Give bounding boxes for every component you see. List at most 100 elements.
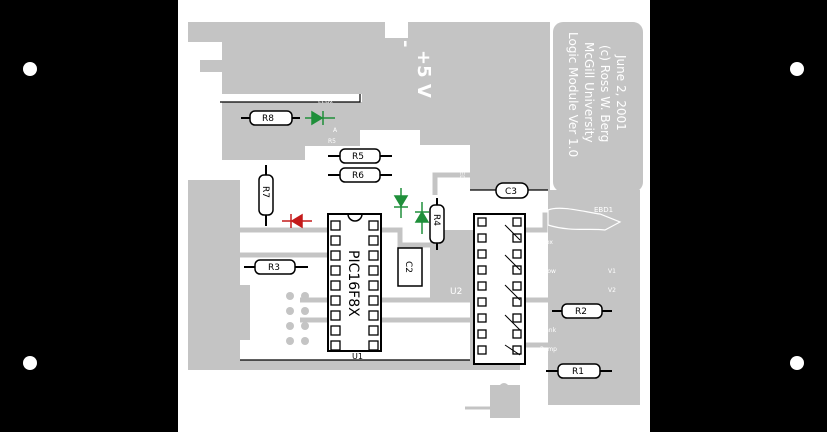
- mounting-holes: [23, 62, 804, 370]
- pin-pad: [330, 325, 341, 336]
- title-line-3: McGill University: [582, 42, 596, 143]
- pin-pad: [368, 340, 379, 351]
- pin-label-pb3: PB3: [258, 323, 270, 330]
- pin-pad: [512, 265, 522, 275]
- pin-label-pb1: PB1: [258, 293, 270, 300]
- r3-label: R3: [268, 263, 280, 273]
- pin-label-frow: FRow: [540, 268, 556, 275]
- pin-pad: [477, 217, 487, 227]
- pin-pad: [512, 249, 522, 259]
- r5-label: R5: [352, 152, 364, 162]
- pin-pad: [330, 250, 341, 261]
- r8-label: R8: [262, 114, 274, 124]
- title-block: June 2, 2001 (c) Ross W. Berg McGill Uni…: [553, 22, 643, 192]
- pin-pad: [330, 340, 341, 351]
- pin-pad: [512, 313, 522, 323]
- silk-r4: R4: [440, 180, 447, 188]
- pin-pad: [512, 297, 522, 307]
- pin-pad: [368, 250, 379, 261]
- pin-label-v1: V1: [608, 268, 616, 275]
- pin-pad: [477, 233, 487, 243]
- resistor-r3: R3: [244, 259, 308, 275]
- pin-pad: [477, 281, 487, 291]
- pin-label-prox: Prox: [540, 239, 553, 246]
- mounting-hole: [790, 356, 804, 370]
- silk-r5: R5: [328, 138, 336, 145]
- driver-array-chip: [473, 213, 526, 365]
- left-pads: [286, 292, 309, 345]
- pin-pad: [330, 280, 341, 291]
- pin-pad: [512, 329, 522, 339]
- led-green-1: [305, 110, 335, 126]
- vplus-label: +5 V: [413, 50, 434, 98]
- resistor-r2: R2: [552, 303, 612, 319]
- silk-ebd1: EBD1: [594, 206, 613, 214]
- ic-u1: PIC16F8X U1: [327, 213, 382, 361]
- pin-pad: [368, 235, 379, 246]
- pin-pad: [512, 281, 522, 291]
- mounting-hole: [23, 62, 37, 76]
- capacitor-c3: C3: [495, 182, 529, 199]
- resistor-r6: R6: [328, 167, 392, 183]
- resistor-r7: R7: [258, 165, 274, 226]
- r1-label: R1: [572, 367, 584, 377]
- u1-label: U1: [352, 352, 363, 361]
- pin-pad: [368, 280, 379, 291]
- r7-label: R7: [260, 186, 270, 198]
- pin-label-pump: Pump: [540, 346, 557, 353]
- driver-pins: [477, 217, 522, 355]
- led-green-3: [414, 202, 430, 234]
- silk-tp: TP: [254, 240, 263, 247]
- u2-label: U2: [450, 287, 462, 297]
- pin-pad: [330, 220, 341, 231]
- silk-led3: LED3: [410, 178, 417, 194]
- pin-pad: [368, 310, 379, 321]
- ebd1-outline: [547, 207, 622, 231]
- resistor-r5: R5: [328, 148, 392, 164]
- resistor-r1: R1: [546, 363, 612, 379]
- mounting-hole: [23, 356, 37, 370]
- pin-label-v2: V2: [608, 287, 616, 294]
- pin-pad: [330, 310, 341, 321]
- silk-a: A: [333, 127, 338, 134]
- c2-label: C2: [403, 261, 413, 273]
- pin-pad: [368, 265, 379, 276]
- led-red: [282, 213, 312, 229]
- r6-label: R6: [352, 171, 364, 181]
- r4-label: R4: [431, 214, 441, 226]
- silk-k: K: [452, 195, 457, 202]
- minus-label: -: [395, 40, 416, 47]
- pin-label-flank: Flank: [540, 327, 557, 334]
- silk-r6: R6: [328, 185, 336, 192]
- pin-label-pb4: PB4: [258, 338, 270, 345]
- mounting-hole: [790, 62, 804, 76]
- pin-pad: [368, 295, 379, 306]
- pin-pad: [368, 325, 379, 336]
- ic-pins-left: [330, 220, 341, 351]
- title-line-1: June 2, 2001: [614, 54, 628, 131]
- resistor-r8: R8: [241, 110, 300, 126]
- pin-pad: [330, 235, 341, 246]
- title-line-4: Logic Module Ver 1.0: [566, 32, 580, 157]
- pin-pad: [330, 295, 341, 306]
- pin-pad: [330, 265, 341, 276]
- ic-label: PIC16F8X: [345, 250, 361, 317]
- pin-pad: [477, 313, 487, 323]
- copper-traces: [240, 172, 600, 368]
- resistor-r4: R4: [429, 198, 445, 250]
- pin-label-pb2: PB2: [258, 308, 270, 315]
- right-pads: [499, 239, 596, 413]
- r2-label: R2: [575, 307, 587, 317]
- pin-pad: [477, 265, 487, 275]
- pin-pad: [477, 297, 487, 307]
- led-green-2: [393, 188, 409, 218]
- silk-led2: LED2: [318, 98, 334, 105]
- capacitor-c2: C2: [397, 247, 423, 287]
- pin-pad: [477, 249, 487, 259]
- footer-text: FWD Row ENCO ROUND0: [345, 405, 433, 413]
- pin-pad: [477, 329, 487, 339]
- title-line-2: (c) Ross W. Berg: [598, 45, 612, 142]
- pin-pad: [368, 220, 379, 231]
